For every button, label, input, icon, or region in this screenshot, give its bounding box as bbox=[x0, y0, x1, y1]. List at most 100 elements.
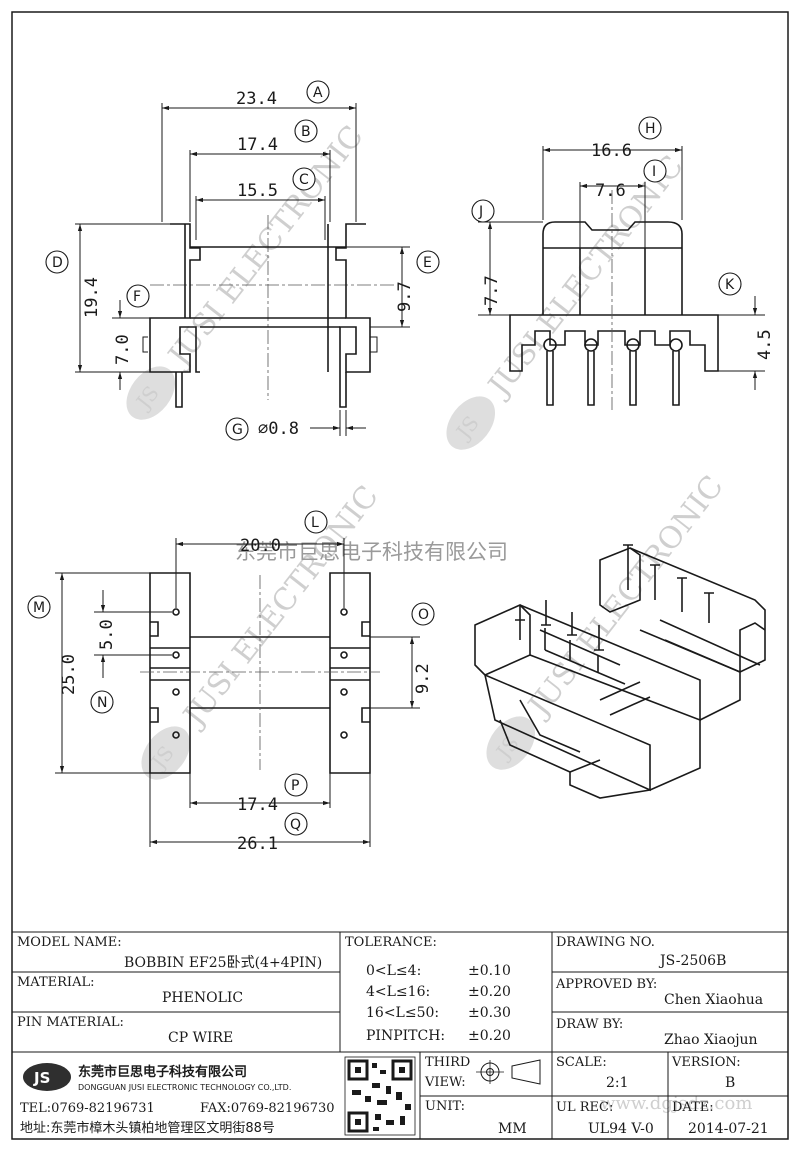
dim-J: 7.7 bbox=[482, 275, 502, 306]
svg-text:H: H bbox=[645, 121, 656, 137]
title-block: MODEL NAME: BOBBIN EF25卧式(4+4PIN) MATERI… bbox=[12, 931, 788, 1139]
svg-text:M: M bbox=[33, 600, 45, 616]
draw-label: DRAW BY: bbox=[556, 1017, 623, 1032]
svg-text:G: G bbox=[232, 422, 243, 438]
dim-B: 17.4 bbox=[237, 135, 278, 155]
pin-material-value: CP WIRE bbox=[168, 1030, 233, 1046]
svg-text:I: I bbox=[652, 164, 656, 180]
bubble-D: D bbox=[45, 250, 69, 274]
tolerance-value-4: ±0.20 bbox=[468, 1028, 511, 1044]
dim-F: 7.0 bbox=[113, 334, 133, 365]
tolerance-range-2: 4<L≤16: bbox=[366, 984, 430, 1000]
date-label: DATE: bbox=[672, 1100, 714, 1115]
svg-text:F: F bbox=[133, 289, 141, 305]
watermark-brand: JUSI ELECTRONIC bbox=[520, 469, 731, 725]
front-view bbox=[142, 215, 395, 408]
unit-value: MM bbox=[498, 1121, 527, 1137]
scale-label: SCALE: bbox=[556, 1055, 607, 1070]
approved-label: APPROVED BY: bbox=[555, 977, 657, 992]
svg-text:O: O bbox=[418, 607, 429, 623]
dim-H: 16.6 bbox=[591, 141, 632, 161]
company-fax: FAX:0769-82196730 bbox=[200, 1101, 335, 1116]
company-logo: JS bbox=[23, 1063, 71, 1091]
dim-I: 7.6 bbox=[595, 181, 626, 201]
version-label: VERSION: bbox=[671, 1055, 741, 1070]
tolerance-range-3: 16<L≤50: bbox=[366, 1005, 439, 1021]
tolerance-value-1: ±0.10 bbox=[468, 963, 511, 979]
dim-O: 9.2 bbox=[413, 663, 433, 694]
dim-M: 25.0 bbox=[59, 654, 79, 695]
bubble-B: B bbox=[294, 119, 318, 143]
pin-material-label: PIN MATERIAL: bbox=[17, 1015, 124, 1030]
ulrec-value: UL94 V-0 bbox=[588, 1121, 654, 1137]
dimensions: 23.4 17.4 15.5 19.4 7.0 9.7 ⌀0.8 bbox=[55, 89, 775, 854]
dim-G: ⌀0.8 bbox=[258, 419, 299, 439]
bubble-P: P bbox=[284, 773, 308, 797]
unit-label: UNIT: bbox=[425, 1099, 465, 1114]
bubble-L: L bbox=[304, 510, 328, 534]
tolerance-value-2: ±0.20 bbox=[468, 984, 511, 1000]
company-name-en: DONGGUAN JUSI ELECTRONIC TECHNOLOGY CO.,… bbox=[78, 1083, 291, 1092]
approved-value: Chen Xiaohua bbox=[664, 992, 763, 1008]
model-value: BOBBIN EF25卧式(4+4PIN) bbox=[124, 955, 322, 971]
dim-C: 15.5 bbox=[237, 181, 278, 201]
bubble-C: C bbox=[292, 167, 316, 191]
dim-D: 19.4 bbox=[82, 277, 102, 318]
tolerance-label: TOLERANCE: bbox=[345, 935, 437, 950]
bubble-I: I bbox=[643, 159, 667, 183]
bubble-K: K bbox=[718, 272, 742, 296]
dim-A: 23.4 bbox=[236, 89, 277, 109]
dimension-bubbles: A B C D E F G H I J K L M N O P Q bbox=[27, 80, 742, 836]
dim-P: 17.4 bbox=[237, 795, 278, 815]
bubble-J: J bbox=[471, 199, 495, 223]
svg-text:C: C bbox=[299, 172, 309, 188]
company-name-cn: 东莞市巨思电子科技有限公司 bbox=[78, 1064, 247, 1080]
bubble-F: F bbox=[126, 284, 150, 308]
tolerance-range-4: PINPITCH: bbox=[366, 1028, 445, 1044]
drawing-no: JS-2506B bbox=[658, 953, 726, 969]
bubble-N: N bbox=[90, 690, 114, 714]
qr-code-icon bbox=[344, 1056, 416, 1136]
tolerance-range-1: 0<L≤4: bbox=[366, 963, 421, 979]
bubble-M: M bbox=[27, 595, 51, 619]
watermark-brand: JUSI ELECTRONIC bbox=[175, 479, 386, 735]
svg-text:Q: Q bbox=[290, 817, 301, 833]
version-value: B bbox=[725, 1075, 735, 1091]
svg-text:P: P bbox=[291, 778, 299, 794]
bubble-G: G bbox=[225, 417, 249, 441]
bubble-O: O bbox=[411, 602, 435, 626]
model-label: MODEL NAME: bbox=[17, 935, 122, 950]
draw-value: Zhao Xiaojun bbox=[664, 1032, 758, 1048]
dim-E: 9.7 bbox=[395, 281, 415, 312]
date-value: 2014-07-21 bbox=[688, 1121, 769, 1137]
drawing-frame bbox=[11, 11, 789, 1140]
material-label: MATERIAL: bbox=[17, 975, 94, 990]
bubble-A: A bbox=[306, 80, 330, 104]
bubble-H: H bbox=[638, 116, 662, 140]
ulrec-label: UL REC: bbox=[556, 1100, 613, 1115]
svg-text:L: L bbox=[311, 515, 319, 531]
svg-text:A: A bbox=[313, 85, 323, 101]
material-value: PHENOLIC bbox=[162, 990, 243, 1006]
isometric-view bbox=[474, 544, 766, 799]
bubble-E: E bbox=[416, 250, 440, 274]
dim-Q: 26.1 bbox=[237, 834, 278, 854]
side-view bbox=[509, 190, 719, 410]
bubble-Q: Q bbox=[284, 812, 308, 836]
third-label: THIRD bbox=[425, 1055, 470, 1070]
watermark-brand: JUSI ELECTRONIC bbox=[480, 149, 691, 405]
svg-text:J: J bbox=[478, 204, 483, 220]
dim-L: 20.0 bbox=[240, 536, 281, 556]
svg-text:D: D bbox=[52, 255, 63, 271]
svg-text:JS: JS bbox=[33, 1069, 50, 1087]
company-address: 地址:东莞市樟木头镇柏地管理区文明街88号 bbox=[20, 1120, 275, 1136]
projection-symbol-icon bbox=[476, 1059, 541, 1085]
watermark-site: www.dgjsdz.com bbox=[600, 1093, 752, 1114]
scale-value: 2:1 bbox=[606, 1075, 629, 1091]
svg-text:B: B bbox=[301, 124, 311, 140]
company-tel: TEL:0769-82196731 bbox=[20, 1101, 155, 1116]
view-label: VIEW: bbox=[424, 1075, 466, 1090]
dim-K: 4.5 bbox=[755, 329, 775, 360]
tolerance-value-3: ±0.30 bbox=[468, 1005, 511, 1021]
